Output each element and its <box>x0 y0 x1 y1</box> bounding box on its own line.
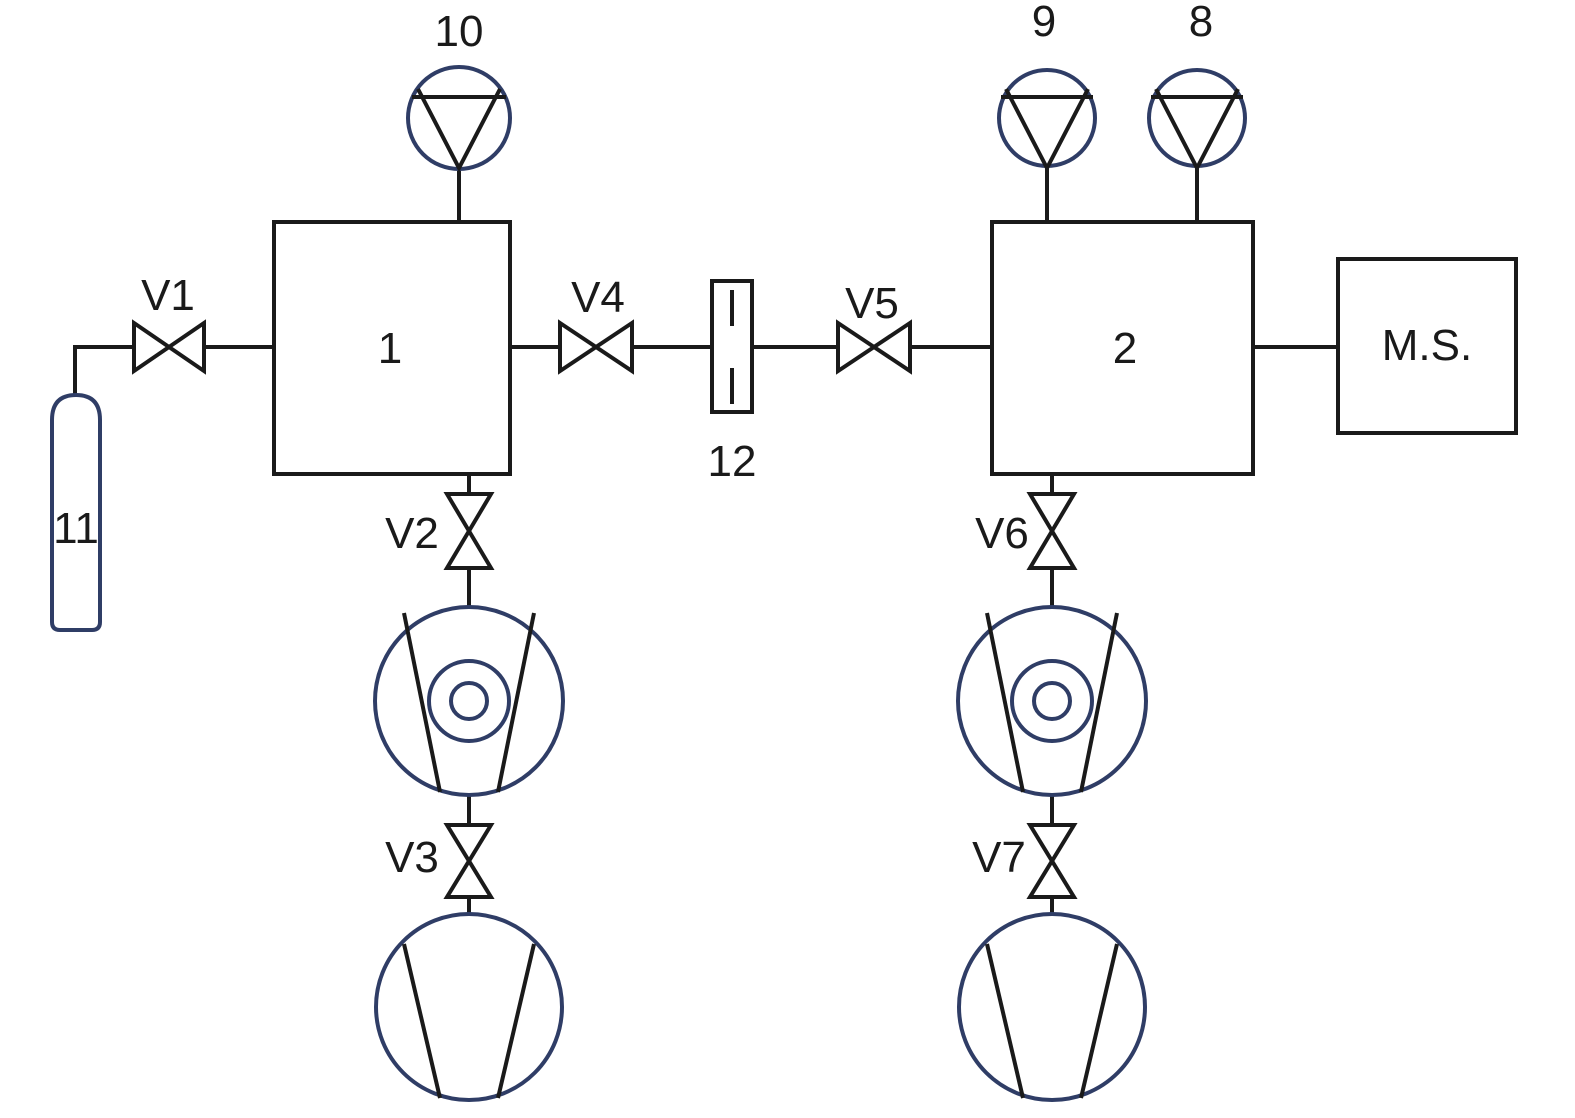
flow-element-label: 12 <box>708 437 757 486</box>
valve-v1-label: V1 <box>141 271 195 320</box>
valve-v3-label: V3 <box>385 833 439 882</box>
valve-v1: V1 <box>132 271 206 375</box>
valve-v3: V3 <box>385 823 495 899</box>
pressure-gauge-8: 8 <box>1147 0 1247 173</box>
mass-spectrometer-label: M.S. <box>1382 321 1472 370</box>
mass-spectrometer: M.S. <box>1336 257 1518 435</box>
gauge-8-label: 8 <box>1189 0 1213 46</box>
backing-pump-left <box>374 912 564 1102</box>
valve-v5: V5 <box>836 279 912 375</box>
valve-v6-label: V6 <box>975 509 1029 558</box>
chamber-2-label: 2 <box>1113 324 1137 373</box>
valve-v7: V7 <box>972 823 1078 899</box>
gas-cylinder: 11 <box>50 392 102 632</box>
backing-pump-right <box>957 912 1147 1102</box>
chamber-1-label: 1 <box>378 324 402 373</box>
turbo-pump-right <box>956 605 1148 797</box>
cylinder-label: 11 <box>53 504 99 553</box>
valve-v2-label: V2 <box>385 509 439 558</box>
valve-v2: V2 <box>385 492 495 570</box>
gauge-9-label: 9 <box>1032 0 1056 46</box>
flow-element: 12 <box>708 279 757 486</box>
valve-v4-label: V4 <box>571 273 625 322</box>
gauge-10-label: 10 <box>435 7 484 56</box>
turbo-pump-left <box>373 605 565 797</box>
pressure-gauge-10: 10 <box>406 7 512 173</box>
chamber-2: 2 <box>990 220 1255 476</box>
chamber-1: 1 <box>272 220 512 476</box>
valve-v5-label: V5 <box>845 279 899 328</box>
valve-v7-label: V7 <box>972 833 1026 882</box>
valve-v6: V6 <box>975 492 1078 570</box>
valve-v4: V4 <box>558 273 634 375</box>
pressure-gauge-9: 9 <box>997 0 1097 173</box>
